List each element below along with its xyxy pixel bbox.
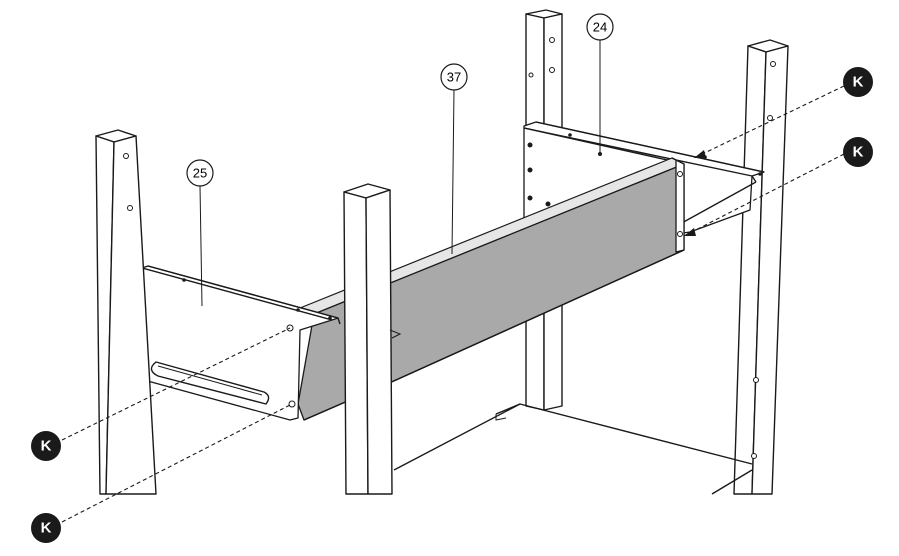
callout-25-label: 25	[193, 166, 207, 181]
marker-k-top-right-label: K	[853, 74, 864, 91]
marker-k-top-right: K	[843, 67, 873, 97]
post-left	[95, 129, 157, 495]
callout-24-label: 24	[593, 20, 607, 35]
post-center	[343, 183, 402, 495]
marker-k-mid-right: K	[843, 137, 873, 167]
callout-24: 24	[586, 13, 614, 41]
callout-37-label: 37	[447, 70, 461, 85]
marker-k-bottom-left: K	[31, 513, 61, 543]
arrowheads	[684, 150, 706, 236]
rail-37	[297, 157, 685, 421]
marker-k-lower-left: K	[31, 431, 61, 461]
marker-k-lower-left-label: K	[41, 438, 52, 455]
side-panel-25	[141, 265, 341, 421]
marker-k-bottom-left-label: K	[41, 520, 52, 537]
marker-k-mid-right-label: K	[853, 144, 864, 161]
callout-37: 37	[440, 63, 468, 91]
callout-25: 25	[186, 159, 214, 187]
callout-leaders	[199, 40, 601, 307]
fastener-lines	[61, 85, 845, 523]
bottom-shelf	[393, 403, 753, 495]
post-right	[733, 39, 789, 495]
